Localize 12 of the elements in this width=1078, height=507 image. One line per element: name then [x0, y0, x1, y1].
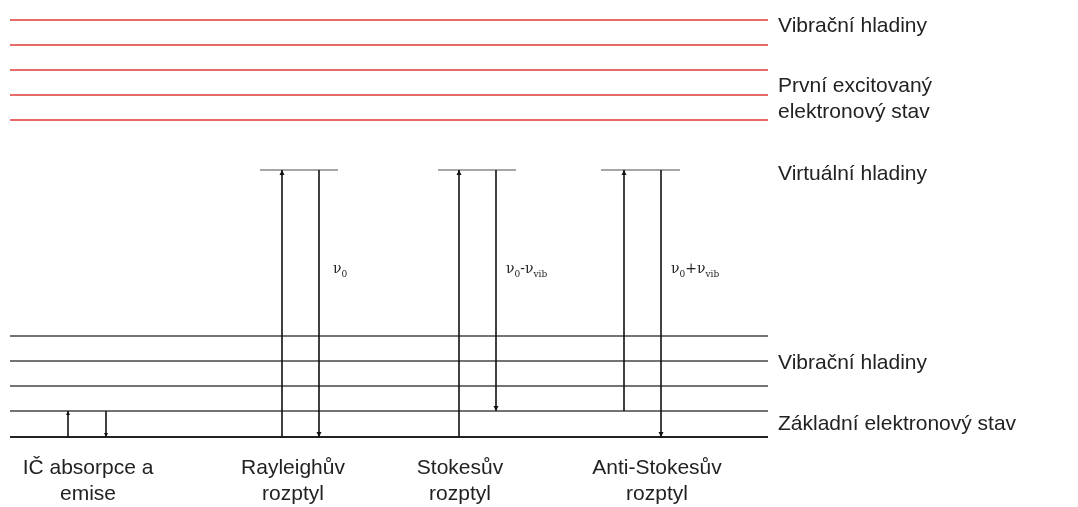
frequency-label: ν$_{0}$+ν$_{vib}$: [671, 259, 720, 281]
frequency-label: ν$_{0}$: [333, 259, 348, 281]
process-label: IČ absorpce a emise: [21, 454, 155, 506]
level-label: Vibrační hladiny: [778, 12, 928, 38]
level-label: Virtuální hladiny: [778, 160, 928, 186]
level-label: Základní elektronový stav: [778, 410, 1017, 436]
process-label: Anti-Stokesův rozptyl: [591, 454, 723, 506]
process-label: Stokesův rozptyl: [415, 454, 505, 506]
level-label: Vibrační hladiny: [778, 349, 928, 375]
level-label: První excitovaný elektronový stav: [778, 72, 934, 124]
process-label: Rayleighův rozptyl: [240, 454, 346, 506]
frequency-label: ν$_{0}$-ν$_{vib}$: [506, 259, 548, 281]
